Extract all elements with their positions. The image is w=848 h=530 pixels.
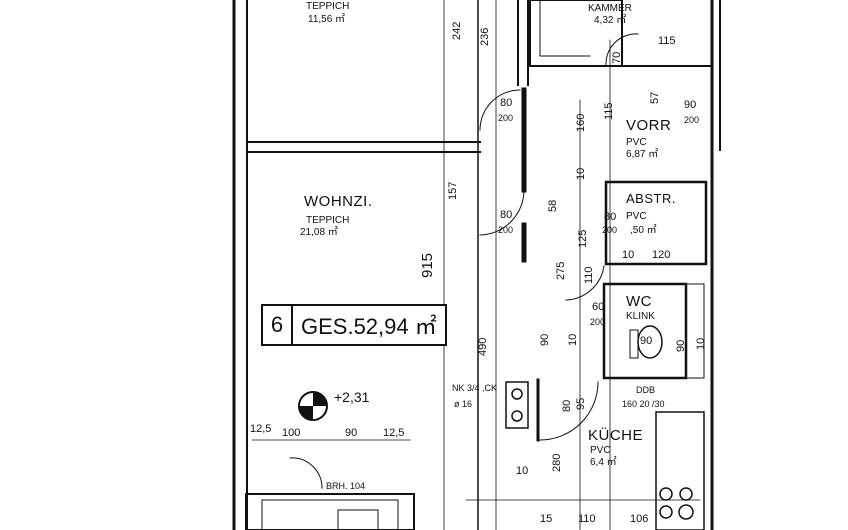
dim-70: 70 bbox=[611, 51, 623, 64]
room-name-hall: VORR bbox=[626, 117, 672, 134]
wall bbox=[505, 381, 529, 429]
dim-10-b: 10 bbox=[622, 249, 635, 261]
appliance-dims: 160 20 /30 bbox=[622, 399, 665, 409]
wall bbox=[605, 33, 639, 67]
dim-15: 15 bbox=[540, 513, 553, 525]
wall bbox=[539, 381, 599, 441]
room-name-living: WOHNZI. bbox=[304, 193, 373, 210]
unit-number: 6 bbox=[263, 306, 293, 344]
dim-80: 80 bbox=[561, 399, 573, 412]
level-marker bbox=[298, 391, 328, 421]
dim-115: 115 bbox=[658, 35, 676, 47]
unit-label-box: 6 GES.52,94 ㎡ bbox=[261, 304, 447, 346]
dim-10-c: 10 bbox=[567, 333, 579, 346]
room-area-living: 21,08 ㎡ bbox=[300, 227, 338, 238]
wall bbox=[604, 180, 708, 266]
parapet-note: BRH. 104 bbox=[326, 481, 366, 491]
room-area-kitchen: 6,4 ㎡ bbox=[590, 457, 617, 468]
dim-915: 915 bbox=[419, 252, 436, 278]
room-floor-storage: PVC bbox=[626, 211, 647, 222]
unit-total-area: GES.52,94 ㎡ bbox=[301, 314, 437, 339]
wall bbox=[337, 509, 379, 530]
dim-236: 236 bbox=[479, 27, 491, 46]
dim-10-d: 10 bbox=[695, 337, 707, 350]
dim-90-d: 90 bbox=[640, 335, 653, 347]
dim-242: 242 bbox=[451, 21, 463, 40]
dim-90: 90 bbox=[684, 99, 697, 111]
wall bbox=[479, 189, 525, 236]
room-floor-kitchen: PVC bbox=[590, 445, 611, 456]
wall bbox=[479, 89, 521, 131]
dim-200-e: 200 bbox=[590, 317, 606, 327]
wall bbox=[685, 283, 705, 379]
dim-125: 125 bbox=[577, 229, 589, 248]
dim-106: 106 bbox=[630, 513, 649, 525]
dim-490: 490 bbox=[477, 337, 489, 356]
room-floor-top: TEPPICH bbox=[306, 1, 350, 12]
dim-200-c: 200 bbox=[602, 225, 618, 235]
level-label: +2,31 bbox=[334, 389, 370, 405]
dim-115-b: 115 bbox=[603, 102, 615, 120]
dim-200-b: 200 bbox=[498, 225, 514, 235]
wall bbox=[629, 329, 639, 359]
wall bbox=[659, 487, 673, 501]
room-floor-living: TEPPICH bbox=[306, 215, 350, 226]
wall bbox=[261, 499, 399, 530]
wall bbox=[659, 505, 673, 519]
room-floor-wc: KLINK bbox=[626, 311, 655, 322]
dim-157: 157 bbox=[447, 181, 459, 200]
dim-95: 95 bbox=[575, 397, 587, 410]
wall bbox=[655, 411, 705, 530]
room-floor-hall: PVC bbox=[626, 137, 647, 148]
wall bbox=[511, 388, 523, 400]
dim-90-c: 90 bbox=[675, 339, 687, 352]
dim-160: 160 bbox=[575, 113, 587, 132]
dim-80-a: 80 bbox=[500, 97, 513, 109]
dim-12-5-a: 12,5 bbox=[250, 423, 272, 435]
room-area-hall: 6,87 ㎡ bbox=[626, 149, 659, 160]
dim-90-e: 90 bbox=[345, 427, 358, 439]
dim-120: 120 bbox=[652, 249, 671, 261]
dim-100: 100 bbox=[282, 427, 301, 439]
wall bbox=[565, 265, 605, 301]
room-area-top: 11,56 ㎡ bbox=[308, 14, 346, 25]
dim-12-5-b: 12,5 bbox=[383, 427, 405, 439]
dim-280: 280 bbox=[551, 453, 563, 472]
room-area-storage: ,50 ㎡ bbox=[630, 225, 657, 236]
room-name-storage: ABSTR. bbox=[626, 191, 676, 206]
dim-110-b: 110 bbox=[578, 513, 596, 525]
wall bbox=[679, 487, 693, 501]
room-name-kitchen: KÜCHE bbox=[588, 427, 644, 444]
dim-60: 60 bbox=[592, 301, 605, 313]
dim-10: 10 bbox=[575, 167, 587, 180]
dim-200-a: 200 bbox=[498, 113, 514, 123]
dim-110: 110 bbox=[583, 266, 595, 284]
dim-90-b: 90 bbox=[539, 333, 551, 346]
wall bbox=[529, 0, 623, 67]
duct-note: NK 3/4 ,CK bbox=[452, 383, 498, 393]
dim-200-d: 200 bbox=[684, 115, 700, 125]
duct-note-2: ø 16 bbox=[454, 399, 473, 409]
room-name-wc: WC bbox=[626, 293, 652, 310]
dim-80-c: 80 bbox=[604, 211, 617, 223]
dim-58: 58 bbox=[547, 199, 559, 212]
wall bbox=[678, 504, 694, 520]
dim-10-e: 10 bbox=[516, 465, 529, 477]
room-name-closet: KAMMER bbox=[588, 3, 632, 14]
room-area-closet: 4,32 ㎡ bbox=[594, 15, 627, 26]
wall bbox=[289, 457, 323, 489]
dim-80-b: 80 bbox=[500, 209, 513, 221]
appliance-note: DDB bbox=[636, 385, 656, 395]
dim-275: 275 bbox=[555, 261, 567, 280]
dim-57: 57 bbox=[649, 91, 661, 104]
wall bbox=[245, 493, 415, 530]
wall bbox=[511, 410, 523, 422]
